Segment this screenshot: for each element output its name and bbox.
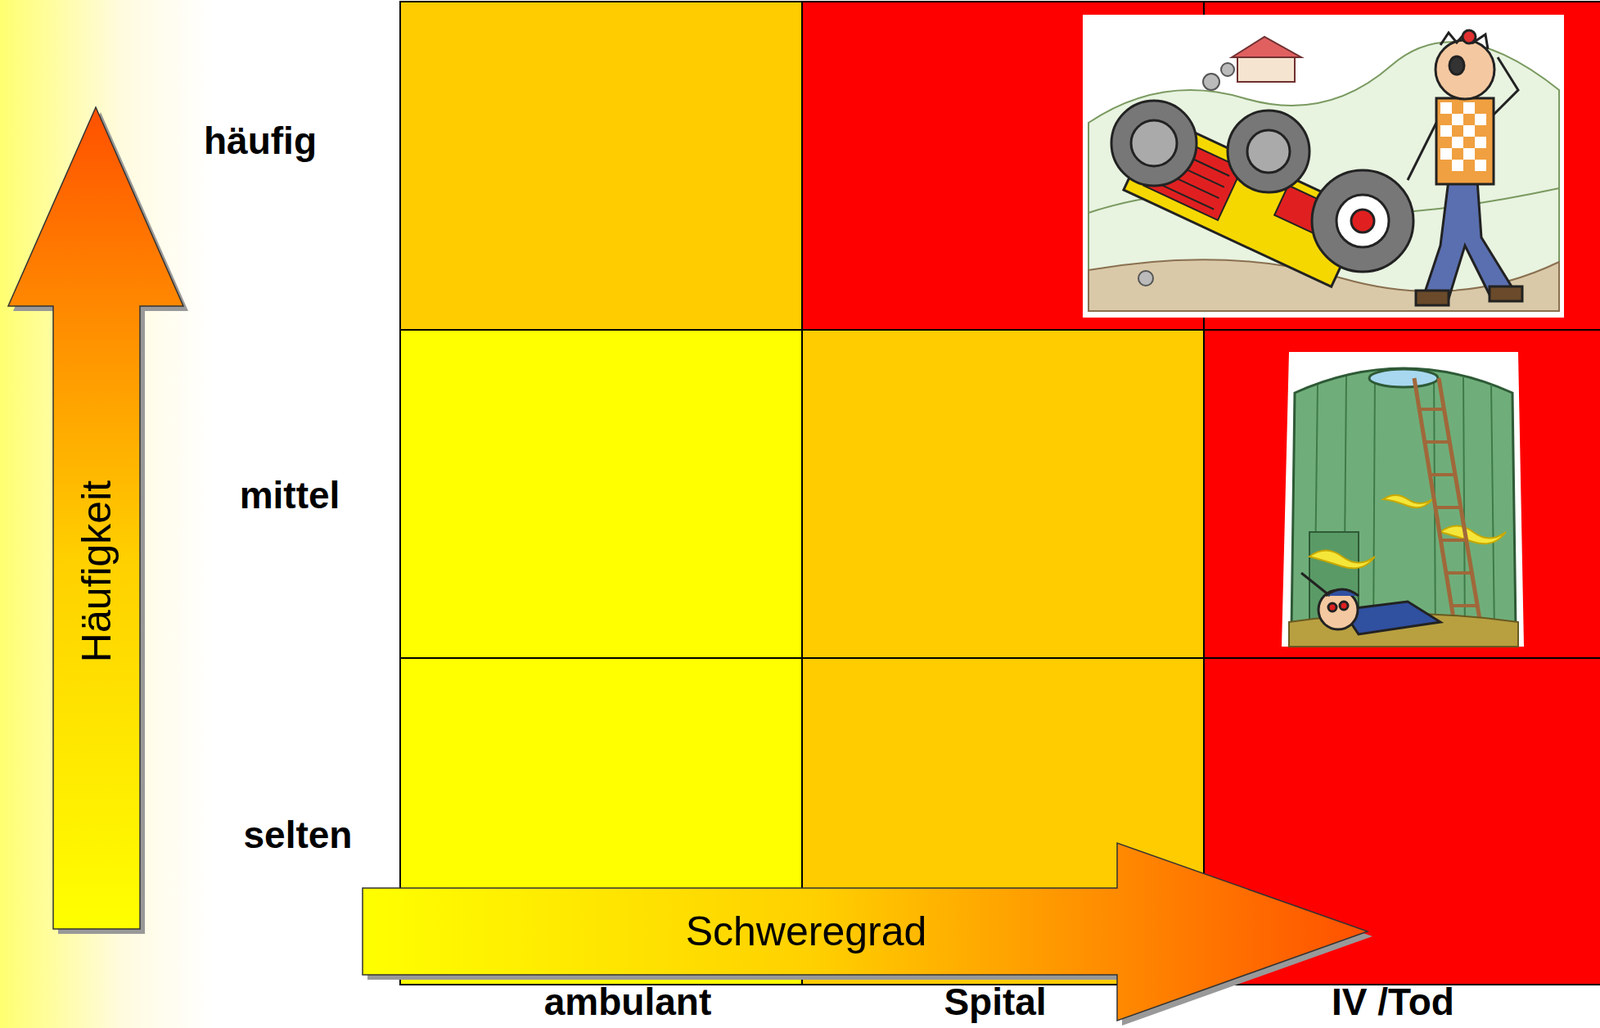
frequency-level: selten xyxy=(243,815,353,854)
frequency-arrow: Häufigkeit xyxy=(8,107,184,929)
tractor-illustration xyxy=(1083,15,1564,317)
axis-title: Häufigkeit xyxy=(76,480,118,663)
matrix-cell xyxy=(400,329,803,659)
frequency-level: häufig xyxy=(203,121,317,160)
silo-illustration xyxy=(1281,351,1524,647)
severity-level: IV /Tod xyxy=(1331,982,1455,1021)
severity-level: ambulant xyxy=(544,982,712,1021)
axis-title: Schweregrad xyxy=(685,910,928,952)
matrix-cell xyxy=(802,329,1204,659)
severity-arrow: Schweregrad xyxy=(362,842,1368,1021)
matrix-cell xyxy=(1203,329,1600,659)
matrix-cell xyxy=(400,1,803,330)
severity-level: Spital xyxy=(943,982,1046,1021)
frequency-level: mittel xyxy=(239,476,341,514)
